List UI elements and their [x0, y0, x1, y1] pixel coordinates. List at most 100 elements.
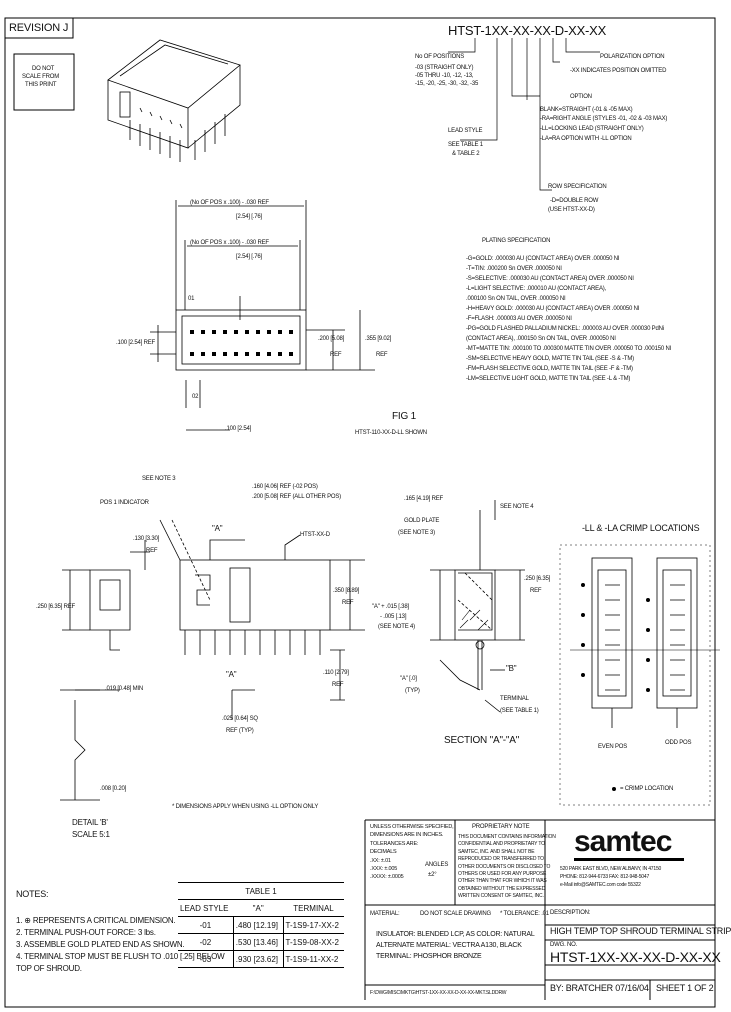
row-spec-title: ROW SPECIFICATION	[548, 184, 607, 190]
do-not-scale-line-1: DO NOT	[32, 66, 55, 72]
lead-style-line: SEE TABLE 1	[448, 142, 483, 148]
table-cell: -01	[178, 916, 234, 934]
crimp-odd: ODD POS	[665, 740, 692, 746]
prop-list-line: THIS DOCUMENT CONTAINS INFORMATION	[458, 834, 556, 840]
drawn-by: BY: BRATCHER 07/16/04	[550, 983, 649, 993]
tol-list-line: TOLERANCES ARE:	[370, 840, 419, 847]
section-mark-b: "B"	[506, 664, 517, 673]
sheet-number: SHEET 1 OF 2	[656, 983, 714, 993]
material-line: TERMINAL: PHOSPHOR BRONZE	[376, 953, 482, 960]
side-dim: .350 [8.89]	[333, 588, 360, 594]
note-item: 2. TERMINAL PUSH-OUT FORCE: 3 lbs.	[16, 928, 156, 937]
table-cell: T-1S9-08-XX-2	[282, 933, 344, 951]
plating-list-line: -L=LIGHT SELECTIVE: .000010 AU (CONTACT …	[466, 286, 607, 292]
plating-title: PLATING SPECIFICATION	[482, 238, 551, 244]
side-dim: .130 [3.30]	[133, 536, 160, 542]
note-item: 3. ASSEMBLE GOLD PLATED END AS SHOWN.	[16, 940, 185, 949]
crimp-even: EVEN POS	[598, 744, 628, 750]
fig1-dim: [2.54] [.76]	[236, 254, 262, 260]
fig1-label: FIG 1	[392, 411, 417, 422]
side-dim: .019 [0.48] MIN	[105, 686, 144, 692]
section-dim: (SEE NOTE 4)	[378, 624, 415, 630]
material-label: MATERIAL:	[370, 911, 400, 917]
section-gold-plate: GOLD PLATE	[404, 518, 440, 524]
fig1-dim: .100 [2.54]	[225, 426, 252, 432]
option-title: OPTION	[570, 94, 592, 100]
tolerance-note: * TOLERANCE: .01	[500, 911, 549, 917]
section-dim: REF	[530, 588, 542, 594]
section-see-note: SEE NOTE 4	[500, 504, 534, 510]
tol-list-line: .XX: ±.01	[370, 857, 391, 864]
fig1-dim: REF	[376, 352, 388, 358]
file-path: F:\DWG\MISC\MKTG\HTST-1XX-XX-XX-D-XX-XX-…	[370, 990, 507, 996]
no-positions-title: No OF POSITIONS	[415, 54, 465, 60]
section-dim: (TYP)	[405, 688, 420, 694]
plating-list-line: -FM=FLASH SELECTIVE GOLD, MATTE TIN TAIL…	[466, 366, 633, 372]
detail-b-scale: SCALE 5:1	[72, 830, 110, 839]
fig1-dim: .200 [5.08]	[318, 336, 345, 342]
material-line: ALTERNATE MATERIAL: VECTRA A130, BLACK	[376, 942, 522, 949]
table-title: TABLE 1	[178, 882, 344, 900]
lead-style-line: & TABLE 2	[452, 151, 480, 157]
plating-list-line: -LM=SELECTIVE LIGHT GOLD, MATTE TIN TAIL…	[466, 376, 631, 382]
no-positions-line: -15, -20, -25, -30, -32, -35	[415, 81, 479, 87]
table-cell: .530 [13.46]	[232, 933, 284, 951]
table-cell: .480 [12.19]	[232, 916, 284, 934]
table-row: -03 .930 [23.62] T-1S9-11-XX-2	[178, 950, 344, 968]
table-cell: T-1S9-17-XX-2	[282, 916, 344, 934]
plating-list-line: -S=SELECTIVE: .000030 AU (CONTACT AREA) …	[466, 276, 634, 282]
crimp-legend: = CRIMP LOCATION	[620, 786, 674, 792]
row-spec-line: -D=DOUBLE ROW	[550, 198, 599, 204]
angles-value: ±2°	[428, 872, 437, 878]
prop-list-line: WRITTEN CONSENT OF SAMTEC, INC.	[458, 893, 544, 900]
table-header: "A"	[233, 899, 284, 917]
section-terminal: (SEE TABLE 1)	[500, 708, 539, 714]
side-dim: .200 [5.08] REF (ALL OTHER POS)	[252, 494, 341, 500]
prop-list-line: OTHER DOCUMENTS OR DISCLOSED TO	[458, 863, 551, 870]
material-line: INSULATOR: BLENDED LCP, AS COLOR: NATURA…	[376, 931, 535, 938]
no-positions-line: -05 THRU -10, -12, -13,	[415, 73, 474, 79]
side-dim: .110 [2.79]	[323, 670, 349, 676]
pin-label: 02	[192, 394, 199, 400]
plating-list-line: -G=GOLD: .000030 AU (CONTACT AREA) OVER …	[466, 256, 620, 262]
section-mark-a: "A"	[212, 524, 223, 533]
side-see-note: SEE NOTE 3	[142, 476, 176, 482]
side-dim: .160 [4.06] REF (-02 POS)	[252, 484, 318, 490]
do-not-scale-line-2: SCALE FROM	[22, 74, 60, 80]
no-positions-line: -03 (STRAIGHT ONLY)	[415, 65, 474, 71]
section-dim: .250 [6.35]	[524, 576, 551, 582]
plating-list-line: -H=HEAVY GOLD: .000030 AU (CONTACT AREA)…	[466, 306, 640, 312]
plating-list-line: -T=TIN: .000200 Sn OVER .000050 NI	[466, 266, 562, 272]
address-line: e-Mail info@SAMTEC.com code 55322	[560, 882, 641, 888]
row-spec-line: (USE HTST-XX-D)	[548, 207, 595, 213]
plating-list-line: .000100 Sn ON TAIL, OVER .000050 NI	[466, 296, 566, 302]
do-not-scale-line-3: THIS PRINT	[25, 82, 57, 88]
fig1-dim: [2.54] [.76]	[236, 214, 262, 220]
part-number-header: HTST-1XX-XX-XX-D-XX-XX	[448, 23, 607, 38]
notes-title: NOTES:	[16, 889, 49, 899]
fig1-dim: (No OF POS x .100) - .030 REF	[190, 240, 269, 246]
table-cell: T-1S9-11-XX-2	[282, 950, 344, 968]
table-cell: -03	[178, 950, 234, 968]
table-cell: -02	[178, 933, 234, 951]
plating-list-line: -F=FLASH: .000003 AU OVER .000050 NI	[466, 316, 572, 322]
plating-list-line: (CONTACT AREA), .000150 Sn ON TAIL, OVER…	[466, 336, 616, 342]
dwg-no-label: DWG. NO.	[550, 942, 578, 948]
fig1-sublabel: HTST-110-XX-D-LL SHOWN	[355, 430, 427, 436]
address-line: PHONE: 812-944-6733 FAX: 812-948-5047	[560, 874, 650, 880]
address-line: 520 PARK EAST BLVD, NEW ALBANY, IN 47150	[560, 866, 662, 872]
option-line: -LA=RA OPTION WITH -LL OPTION	[540, 136, 632, 142]
section-dim: "A" [.0]	[400, 676, 417, 682]
star-note: * DIMENSIONS APPLY WHEN USING -LL OPTION…	[172, 804, 319, 810]
option-line: -LL=LOCKING LEAD (STRAIGHT ONLY)	[540, 126, 644, 132]
angles-label: ANGLES	[425, 862, 449, 868]
section-mark-a: "A"	[226, 670, 237, 679]
table-header: LEAD STYLE	[178, 899, 234, 917]
side-dim: REF	[332, 682, 344, 688]
tol-list-line: .XXX: ±.005	[370, 866, 398, 872]
side-dim: .250 [6.35] REF	[36, 604, 76, 610]
dont-scale-note: DO NOT SCALE DRAWING	[420, 911, 492, 917]
option-line: BLANK=STRAIGHT (-01 & -05 MAX)	[540, 107, 633, 113]
prop-list-line: REPRODUCED OR TRANSFERRED TO	[458, 856, 544, 863]
